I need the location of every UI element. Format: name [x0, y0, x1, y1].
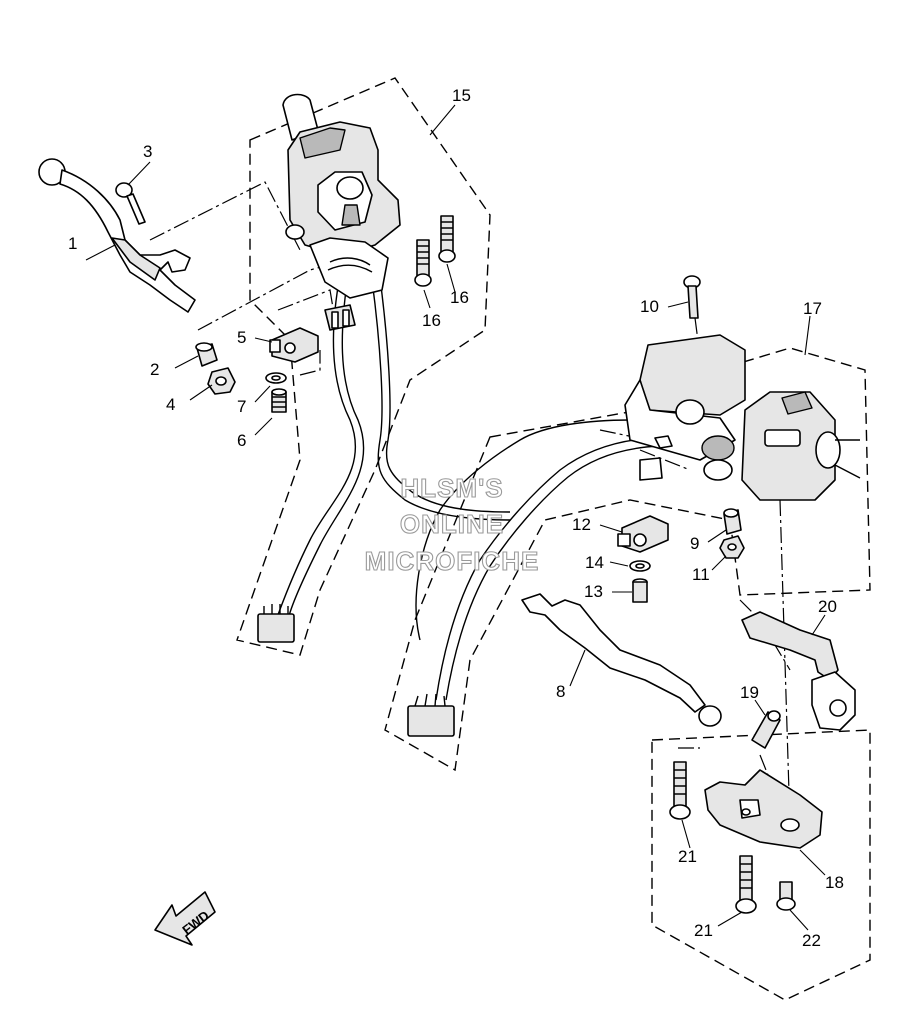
- watermark: HLSM'S ONLINE MICROFICHE: [364, 472, 540, 576]
- nut-4: [207, 367, 236, 395]
- callout-7: 7: [237, 397, 246, 416]
- callout-19: 19: [740, 683, 759, 702]
- watermark-line-1: HLSM'S: [400, 473, 503, 503]
- collar-2: [195, 342, 218, 367]
- callout-22: 22: [802, 931, 821, 950]
- wire-harness-right: [407, 419, 661, 737]
- callout-8: 8: [556, 682, 565, 701]
- switch-12: [617, 515, 669, 553]
- master-cylinder: [624, 334, 746, 481]
- screw-3: [115, 182, 146, 225]
- screws-21: [669, 761, 757, 914]
- screw-22: [776, 881, 796, 911]
- connector-left: [257, 613, 295, 643]
- pivot-19: [751, 710, 781, 749]
- callout-12: 12: [572, 515, 591, 534]
- connector-right: [407, 705, 455, 737]
- callout-10: 10: [640, 297, 659, 316]
- left-handlebar-switch: [282, 93, 401, 331]
- callout-3: 3: [143, 142, 152, 161]
- watermark-line-2: ONLINE: [400, 509, 504, 539]
- screw-13: [632, 578, 648, 603]
- callout-11: 11: [692, 565, 710, 584]
- callout-13: 13: [584, 582, 603, 601]
- callout-15: 15: [452, 86, 471, 105]
- callout-numbers: 1 2 3 4 5 6 7 8 9 10 11 12 13 14 15 16 1…: [68, 86, 844, 950]
- callout-14: 14: [585, 553, 604, 572]
- switch-5: [269, 327, 319, 363]
- callout-9: 9: [690, 534, 699, 553]
- callout-20: 20: [818, 597, 837, 616]
- collar-9: [723, 508, 742, 535]
- callout-2: 2: [150, 360, 159, 379]
- nut-11: [719, 535, 745, 559]
- wire-harness-left: [257, 274, 511, 643]
- callout-1: 1: [68, 234, 77, 253]
- fwd-arrow-icon: FWD: [154, 891, 216, 946]
- callout-16b: 16: [450, 288, 469, 307]
- watermark-line-3: MICROFICHE: [365, 546, 540, 576]
- callout-17: 17: [803, 299, 822, 318]
- leader-lines: [85, 104, 826, 931]
- screws-16: [414, 215, 456, 287]
- bracket-18: [704, 769, 823, 849]
- screw-10: [683, 275, 701, 319]
- washer-7: [265, 372, 287, 384]
- lever-20: [741, 611, 856, 731]
- callout-21b: 21: [694, 921, 713, 940]
- assembly-outline-18: [651, 729, 871, 1001]
- washer-14: [629, 560, 651, 572]
- callout-16a: 16: [422, 311, 441, 330]
- right-handlebar-switch: [741, 391, 861, 501]
- screw-6: [271, 388, 287, 413]
- callout-6: 6: [237, 431, 246, 450]
- callout-5: 5: [237, 328, 246, 347]
- callout-18: 18: [825, 873, 844, 892]
- brake-lever: [521, 593, 722, 727]
- callout-21a: 21: [678, 847, 697, 866]
- callout-4: 4: [166, 395, 175, 414]
- clutch-lever: [38, 158, 196, 313]
